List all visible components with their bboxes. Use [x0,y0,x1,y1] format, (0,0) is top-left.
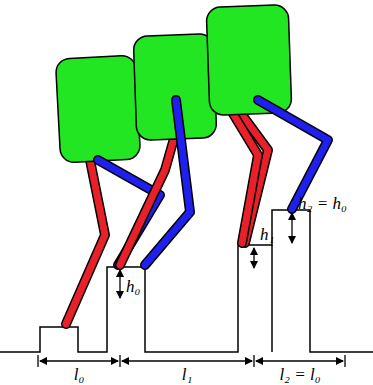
height-arrows [120,213,292,298]
length-label: l₁ [182,366,193,383]
length-label: l₂ = l₀ [279,366,320,383]
terrain-profile [0,210,373,352]
length-label: l₀ [74,366,85,383]
height-label: h₀ [126,278,140,295]
height-label: h₂ = h₀ [298,195,347,212]
robot-2 [120,34,217,265]
height-label: h₁ [260,226,274,243]
